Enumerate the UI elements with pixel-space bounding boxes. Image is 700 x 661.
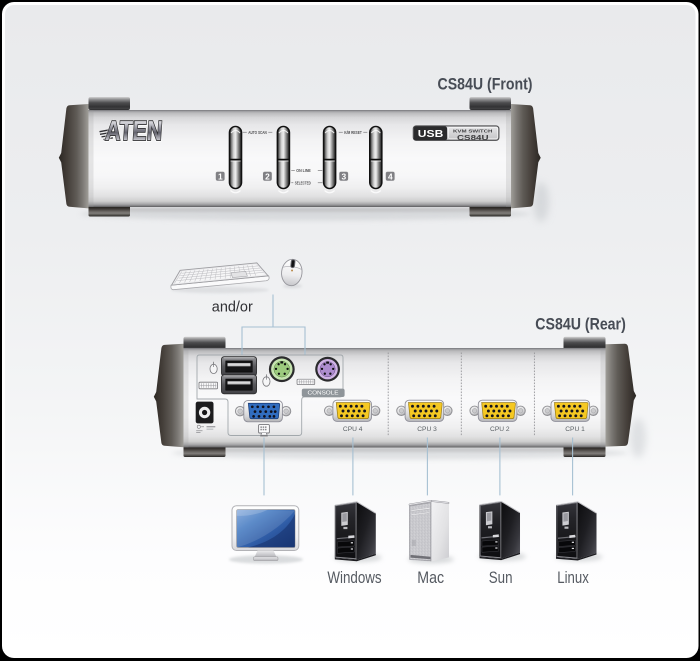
svg-text:Sun: Sun — [489, 568, 513, 587]
svg-text:CS84U (Rear): CS84U (Rear) — [535, 315, 626, 333]
svg-text:Linux: Linux — [557, 568, 589, 587]
svg-text:AUTO SCAN: AUTO SCAN — [248, 130, 266, 135]
svg-text:K/M RESET: K/M RESET — [344, 130, 362, 135]
svg-text:CPU 4: CPU 4 — [343, 426, 363, 433]
svg-text:2: 2 — [265, 171, 270, 181]
svg-text:Windows: Windows — [327, 568, 381, 587]
svg-text:3: 3 — [341, 171, 346, 181]
svg-text:SELECTED: SELECTED — [295, 180, 311, 185]
svg-text:KVM SWITCH: KVM SWITCH — [453, 129, 493, 135]
svg-text:1: 1 — [218, 171, 223, 181]
svg-text:4: 4 — [388, 171, 393, 181]
svg-text:CS84U: CS84U — [457, 133, 489, 142]
svg-text:CPU 2: CPU 2 — [490, 426, 510, 433]
svg-text:ON LINE: ON LINE — [296, 168, 311, 173]
svg-text:and/or: and/or — [212, 300, 253, 316]
svg-text:USB: USB — [418, 129, 444, 140]
svg-text:CS84U (Front): CS84U (Front) — [438, 74, 533, 93]
svg-text:CPU 1: CPU 1 — [565, 426, 585, 433]
svg-text:CPU 3: CPU 3 — [417, 426, 437, 433]
svg-text:Mac: Mac — [417, 568, 444, 587]
svg-text:CONSOLE: CONSOLE — [308, 391, 339, 397]
svg-text:ATEN: ATEN — [104, 116, 163, 147]
svg-text:ATEN: ATEN — [104, 115, 163, 146]
